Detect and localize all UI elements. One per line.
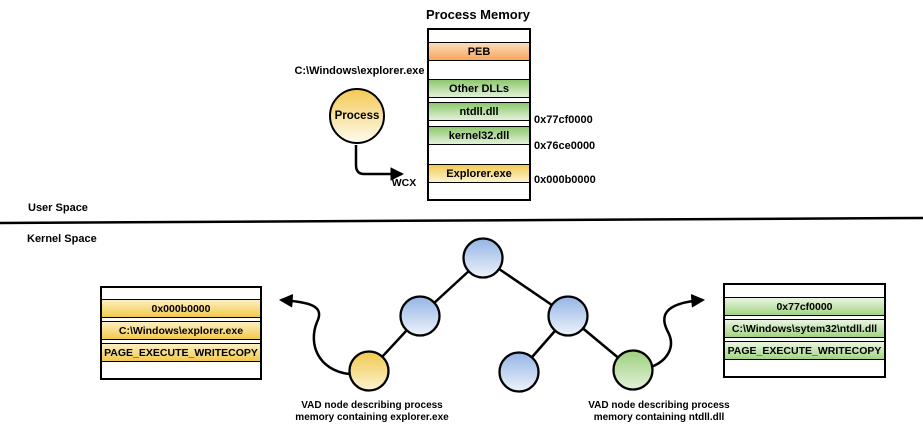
caption-line: VAD node describing process [588, 400, 730, 411]
edge-root-left [419, 257, 484, 317]
memory-row-label: ntdll.dll [459, 105, 499, 118]
vad-row-protection: PAGE_EXECUTE_WRITECOPY [724, 341, 885, 360]
vad-row-text: C:\Windows\explorer.exe [118, 324, 244, 337]
memory-row-kernel32: kernel32.dll [428, 126, 530, 145]
memory-row-label: Other DLLs [449, 82, 509, 95]
memory-row-explorer: Explorer.exe [428, 164, 530, 183]
address-kernel32: 0x76ce0000 [534, 140, 596, 152]
process-memory-box: PEB Other DLLs ntdll.dll kernel32.dll Ex… [427, 28, 531, 201]
ntdll-vad-arrow-icon [650, 294, 706, 369]
caption-line: memory containing explorer.exe [295, 411, 449, 423]
vad-detail-box-ntdll: 0x77cf0000 C:\Windows\sytem32\ntdll.dll … [723, 283, 886, 378]
caption-line: VAD node describing process [301, 400, 443, 411]
vad-row-text: 0x000b0000 [151, 302, 211, 315]
memory-row-label: PEB [467, 45, 491, 58]
wcx-protection-label: WCX [391, 177, 417, 189]
tree-node-right [547, 295, 589, 337]
process-circle-label: Process [334, 110, 380, 122]
kernel-space-label: Kernel Space [27, 233, 97, 245]
vad-detail-box-explorer: 0x000b0000 C:\Windows\explorer.exe PAGE_… [100, 286, 262, 380]
memory-row-label: kernel32.dll [448, 129, 510, 142]
caption-line: memory containing ntdll.dll [593, 411, 725, 423]
vad-row-text: PAGE_EXECUTE_WRITECOPY [727, 344, 882, 357]
memory-row-otherdlls: Other DLLs [428, 79, 530, 98]
edge-right-rightright [567, 315, 634, 371]
vad-row-text: C:\Windows\sytem32\ntdll.dll [731, 322, 878, 335]
user-kernel-divider-line [0, 216, 923, 225]
vad-caption-explorer: VAD node describing process memory conta… [282, 400, 462, 423]
address-explorer: 0x000b0000 [534, 174, 596, 186]
vad-row-text: PAGE_EXECUTE_WRITECOPY [104, 346, 258, 359]
memory-row-peb: PEB [428, 42, 530, 61]
user-space-label: User Space [28, 202, 88, 214]
process-memory-title: Process Memory [425, 7, 531, 22]
edge-root-right [482, 256, 569, 318]
vad-row-address: 0x000b0000 [101, 299, 261, 318]
process-to-memory-arrow-icon [354, 145, 405, 181]
address-ntdll: 0x77cf0000 [534, 114, 593, 126]
edge-right-rightleft [518, 315, 569, 373]
vad-tree-nodes [348, 237, 654, 393]
process-path-label: C:\Windows\explorer.exe [294, 65, 425, 77]
process-circle: Process [329, 88, 385, 144]
tree-node-ntdll-vad [612, 349, 654, 391]
tree-node-left [399, 295, 441, 337]
vad-row-text: 0x77cf0000 [776, 300, 833, 313]
tree-node-root [462, 237, 504, 279]
vad-caption-ntdll: VAD node describing process memory conta… [569, 400, 749, 423]
tree-node-explorer-vad [348, 350, 390, 392]
vad-tree-edges [368, 256, 634, 373]
tree-node-right-left [498, 351, 540, 393]
vad-row-protection: PAGE_EXECUTE_WRITECOPY [101, 343, 261, 362]
edge-left-leftleft [368, 315, 421, 372]
vad-row-path: C:\Windows\explorer.exe [101, 321, 261, 340]
memory-row-ntdll: ntdll.dll [428, 102, 530, 121]
memory-row-label: Explorer.exe [446, 167, 512, 180]
vad-row-address: 0x77cf0000 [724, 297, 885, 316]
explorer-vad-arrow-icon [278, 293, 350, 376]
vad-row-path: C:\Windows\sytem32\ntdll.dll [724, 319, 885, 338]
